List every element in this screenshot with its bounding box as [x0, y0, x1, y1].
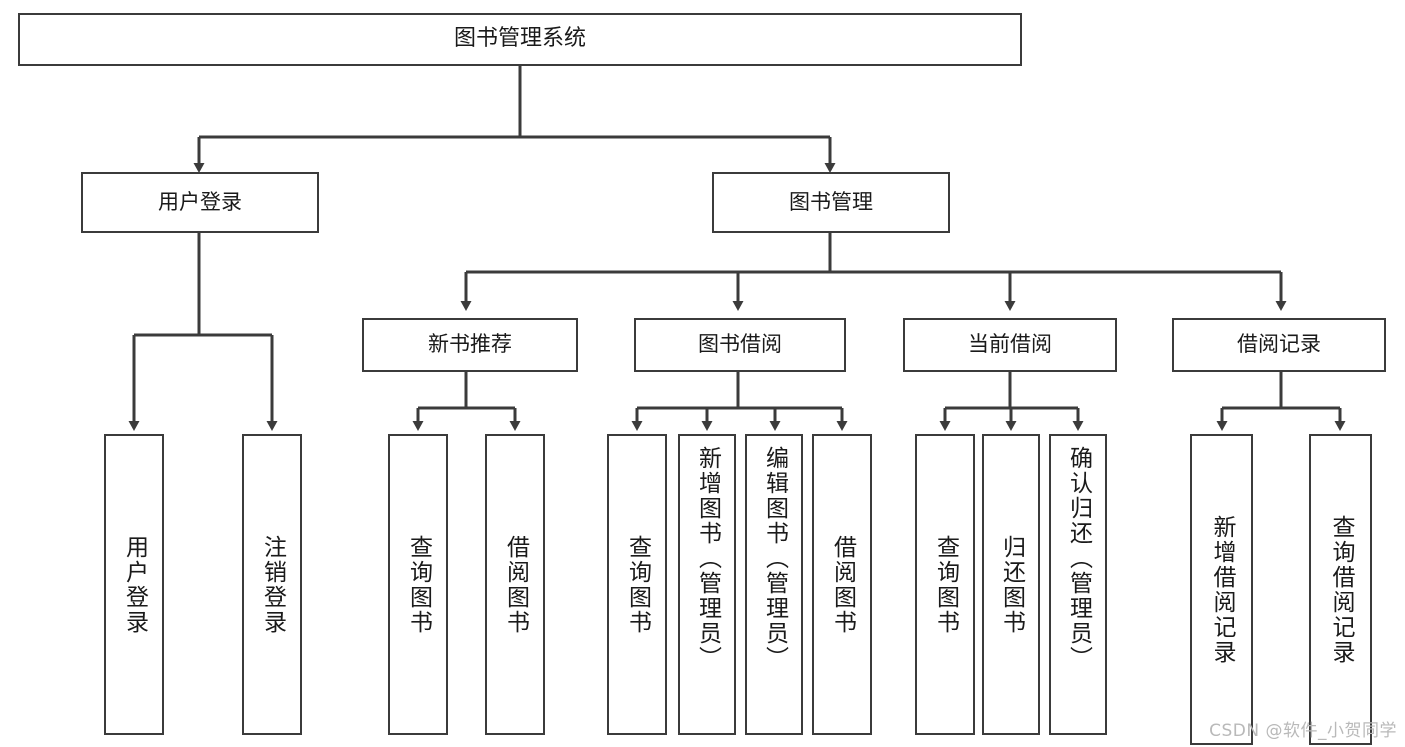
- node-leaf-add-record[interactable]: 新增借阅记录: [1190, 434, 1253, 745]
- node-book-manage-label: 图书管理: [789, 189, 873, 214]
- node-leaf-borrow-book-2-label: 借阅图书: [829, 534, 856, 635]
- node-book-borrow-label: 图书借阅: [698, 332, 782, 357]
- node-leaf-borrow-book-2[interactable]: 借阅图书: [812, 434, 872, 735]
- node-leaf-borrow-book-1-label: 借阅图书: [502, 534, 529, 635]
- node-root-label: 图书管理系统: [453, 26, 586, 52]
- node-book-borrow[interactable]: 图书借阅: [634, 318, 846, 372]
- node-leaf-add-book[interactable]: 新增图书（管理员）: [678, 434, 736, 735]
- node-leaf-logout-login-label: 注销登录: [259, 534, 286, 635]
- node-leaf-return-book-label: 归还图书: [998, 534, 1025, 635]
- node-leaf-confirm-return-label: 确认归还（管理员）: [1065, 446, 1092, 671]
- node-leaf-borrow-book-1[interactable]: 借阅图书: [485, 434, 545, 735]
- node-leaf-logout-login[interactable]: 注销登录: [242, 434, 302, 735]
- node-leaf-query-record-label: 查询借阅记录: [1328, 514, 1354, 665]
- node-user-login-label: 用户登录: [158, 189, 242, 214]
- node-current-borrow-label: 当前借阅: [968, 332, 1052, 357]
- node-leaf-query-book-1-label: 查询图书: [405, 534, 432, 635]
- node-book-manage[interactable]: 图书管理: [712, 172, 950, 233]
- node-leaf-return-book[interactable]: 归还图书: [982, 434, 1040, 735]
- node-leaf-add-book-label: 新增图书（管理员）: [694, 446, 721, 671]
- node-leaf-edit-book[interactable]: 编辑图书（管理员）: [745, 434, 803, 735]
- node-leaf-confirm-return[interactable]: 确认归还（管理员）: [1049, 434, 1107, 735]
- node-leaf-query-book-2-label: 查询图书: [624, 534, 651, 635]
- node-leaf-user-login-label: 用户登录: [121, 534, 148, 635]
- node-leaf-query-book-1[interactable]: 查询图书: [388, 434, 448, 735]
- node-new-book-recommend[interactable]: 新书推荐: [362, 318, 578, 372]
- node-current-borrow[interactable]: 当前借阅: [903, 318, 1117, 372]
- node-borrow-record[interactable]: 借阅记录: [1172, 318, 1386, 372]
- node-leaf-add-record-label: 新增借阅记录: [1209, 514, 1235, 665]
- node-new-book-recommend-label: 新书推荐: [428, 332, 512, 357]
- node-borrow-record-label: 借阅记录: [1237, 332, 1321, 357]
- node-leaf-query-book-3[interactable]: 查询图书: [915, 434, 975, 735]
- node-leaf-query-book-3-label: 查询图书: [932, 534, 959, 635]
- node-user-login[interactable]: 用户登录: [81, 172, 319, 233]
- node-leaf-query-book-2[interactable]: 查询图书: [607, 434, 667, 735]
- node-leaf-user-login[interactable]: 用户登录: [104, 434, 164, 735]
- node-leaf-edit-book-label: 编辑图书（管理员）: [761, 446, 788, 671]
- csdn-watermark: CSDN @软件_小贺同学: [1209, 721, 1397, 741]
- node-root[interactable]: 图书管理系统: [18, 13, 1022, 66]
- node-leaf-query-record[interactable]: 查询借阅记录: [1309, 434, 1372, 745]
